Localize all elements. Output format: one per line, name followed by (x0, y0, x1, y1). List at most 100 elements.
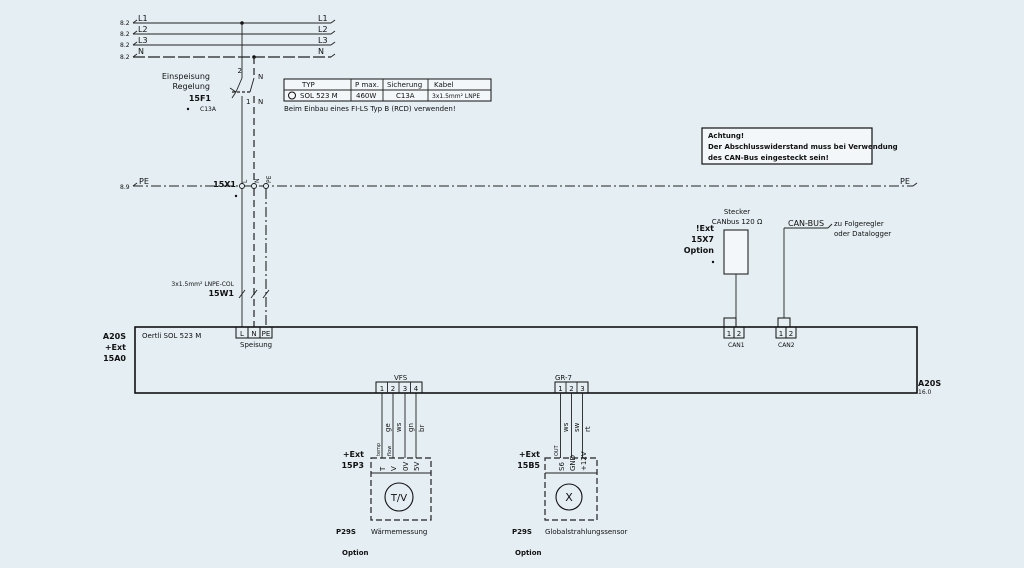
spec-cell-kabel: 3x1.5mm² LNPE (432, 93, 480, 100)
vfs-device-pin-t: T (379, 466, 387, 472)
vfs-pin-3: 3 (403, 385, 407, 393)
rail-ref-n: 8.2 (120, 54, 130, 61)
phase-label-l1-left: L1 (138, 14, 148, 23)
supply-rails: 8.2 L1 L1 8.2 L2 L2 8.2 L3 L3 8.2 N N (120, 14, 336, 61)
terminal-pin-l: L (242, 179, 249, 183)
can1-pin-2: 2 (737, 330, 741, 338)
gr7-device-pin-12v: +12V (580, 451, 588, 471)
gr7-wire-color-1: ws (562, 422, 570, 432)
breaker-tag: 15F1 (189, 94, 212, 103)
vfs-small-label-temp: temp (376, 443, 382, 456)
phase-label-n-left: N (138, 47, 144, 56)
gr7-pin-2: 2 (569, 385, 573, 393)
can-bus-label: CAN-BUS (788, 219, 824, 228)
pe-rail-ref: 8.9 (120, 184, 130, 191)
controller-pin-l: L (240, 330, 244, 338)
vfs-device-ref: P29S (336, 528, 356, 536)
vfs-tag-line-1: +Ext (343, 450, 364, 459)
breaker-pin-top-1: 2 (238, 67, 242, 75)
vfs-wire-color-1: ge (384, 423, 392, 432)
terminal-pin-n: N (254, 179, 261, 184)
phase-label-l3-left: L3 (138, 36, 148, 45)
can-plug-tag-line-3: Option (684, 246, 715, 255)
vfs-pin-1: 1 (380, 385, 384, 393)
controller-supply-label: Speisung (240, 341, 272, 349)
can1-label: CAN1 (728, 342, 745, 349)
controller-pin-pe: PE (262, 330, 271, 338)
controller-box: A20S +Ext 15A0 Oertli SOL 523 M L N PE S… (103, 326, 941, 396)
warning-line-2: Der Abschlusswiderstand muss bei Verwend… (708, 143, 898, 151)
controller-tag-line-3: 15A0 (103, 354, 126, 363)
vfs-wire-color-4: br (418, 425, 426, 432)
spec-cell-pmax: 460W (356, 92, 376, 100)
can2-pin-2: 2 (789, 330, 793, 338)
gr7-wire-color-3: rt (584, 426, 592, 432)
phase-label-n-right: N (318, 47, 324, 56)
rail-ref-l3: 8.2 (120, 42, 130, 49)
gr7-device-label: Globalstrahlungssensor (545, 528, 628, 536)
gr7-sensor-section: GR-7 1 2 3 ws sw rt OUT +Ext 15B5 S6 GND… (512, 374, 628, 557)
can-bus-dest-line-1: zu Folgeregler (834, 220, 884, 228)
controller-tag-line-2: +Ext (105, 343, 126, 352)
can-terminator-plug (723, 229, 749, 275)
breaker-rating: C13A (200, 106, 217, 113)
warning-box: Achtung! Der Abschlusswiderstand muss be… (701, 127, 898, 165)
can2-pin-1: 1 (779, 330, 783, 338)
spec-header-pmax: P max. (355, 81, 379, 89)
spec-header-sicherung: Sicherung (387, 81, 422, 89)
controller-pin-n: N (251, 330, 256, 338)
gr7-option: Option (515, 549, 542, 557)
can-plug-line-1: Stecker (724, 208, 750, 216)
vfs-connector-label: VFS (394, 374, 408, 382)
breaker-label-einspeisung: Einspeisung (162, 72, 210, 81)
gr7-device-pin-s6: S6 (558, 462, 566, 471)
phase-label-l2-left: L2 (138, 25, 148, 34)
spec-row-radio (288, 91, 296, 100)
breaker-pin-bottom-1: 1 (246, 98, 250, 106)
cable-spec: 3x1.5mm² LNPE-COL (171, 281, 234, 288)
can-plug-tag-line-2: 15X7 (691, 235, 714, 244)
vfs-small-label-flow: flow (387, 446, 393, 456)
can2-label: CAN2 (778, 342, 795, 349)
terminal-15x1: 15X1 L N PE (213, 175, 273, 327)
controller-tag-line-1: A20S (103, 332, 126, 341)
warning-line-1: Achtung! (708, 132, 744, 140)
vfs-device-pin-5v: 5V (413, 462, 421, 471)
warning-line-3: des CAN-Bus eingesteckt sein! (708, 154, 829, 162)
phase-label-l3-right: L3 (318, 36, 328, 45)
vfs-device-label: Wärmemessung (371, 528, 427, 536)
spec-table: TYP P max. Sicherung Kabel SOL 523 M 460… (283, 78, 492, 113)
heat-meter-icon (384, 482, 414, 512)
can-plug-tag-line-1: !Ext (696, 224, 714, 233)
terminal-tag: 15X1 (213, 180, 236, 189)
vfs-wire-color-3: gn (407, 423, 415, 432)
gr7-tag-line-1: +Ext (519, 450, 540, 459)
breaker-pin-top-2: N (258, 73, 263, 81)
terminal-pin-pe: PE (266, 175, 273, 183)
phase-label-l1-right: L1 (318, 14, 328, 23)
gr7-device-pin-gnd: GND (569, 455, 577, 471)
vfs-device-pin-0v: 0V (402, 462, 410, 471)
spec-cell-sicherung: C13A (396, 92, 415, 100)
spec-note: Beim Einbau eines FI-LS Typ B (RCD) verw… (284, 105, 456, 113)
spec-cell-typ: SOL 523 M (300, 92, 338, 100)
vfs-option: Option (342, 549, 369, 557)
gr7-pin-3: 3 (580, 385, 584, 393)
pe-rail: 8.9 PE PE (120, 177, 918, 191)
vfs-pin-2: 2 (391, 385, 395, 393)
can-plug-line-2: CANbus 120 Ω (712, 218, 763, 226)
gr7-symbol: X (565, 491, 573, 504)
vfs-sensor-section: VFS 1 2 3 4 ge ws gn br temp flow +Ext 1… (336, 374, 432, 557)
can-bus-dest-line-2: oder Datalogger (834, 230, 891, 238)
controller-ref-num: 16.0 (918, 389, 932, 396)
cable-tag: 15W1 (208, 289, 234, 298)
gr7-pin-1: 1 (558, 385, 562, 393)
breaker-15f1: 2 N 1 N Einspeisung Regelung 15F1 C13A (162, 23, 263, 186)
can1-pin-1: 1 (727, 330, 731, 338)
gr7-device-ref: P29S (512, 528, 532, 536)
can-section: Stecker CANbus 120 Ω !Ext 15X7 Option 1 … (684, 208, 892, 349)
rail-ref-l1: 8.2 (120, 20, 130, 27)
vfs-device-pin-v: V (390, 466, 398, 471)
spec-header-typ: TYP (301, 81, 315, 89)
